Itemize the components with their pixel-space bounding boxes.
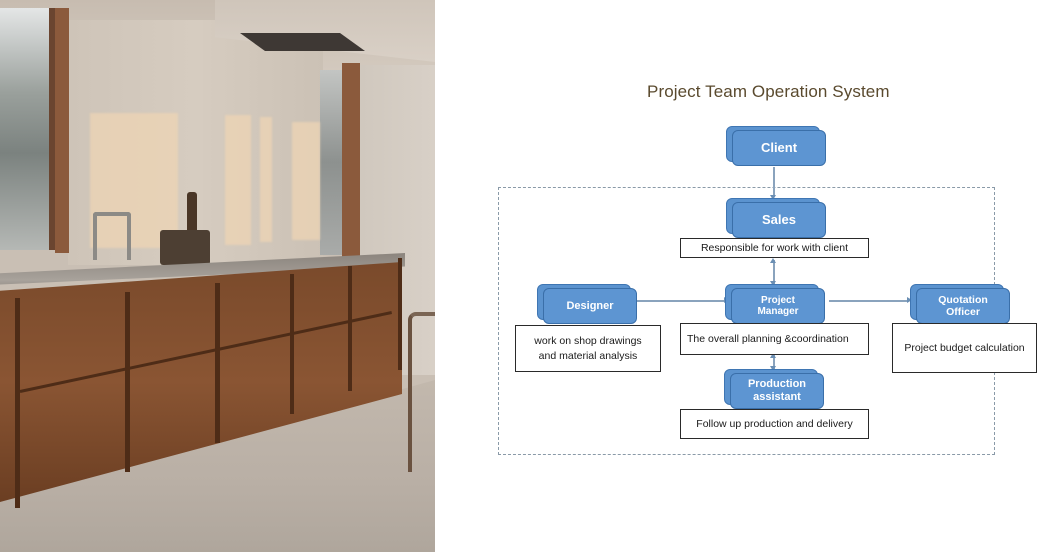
arrow-down-icon bbox=[770, 195, 776, 200]
node-project-manager[interactable]: Project Manager bbox=[725, 284, 827, 326]
node-quotation-officer[interactable]: Quotation Officer bbox=[910, 284, 1012, 326]
photo-chair bbox=[408, 312, 435, 472]
connector-pm-production bbox=[773, 355, 775, 370]
arrow-up-icon bbox=[770, 353, 776, 358]
node-client-label: Client bbox=[732, 130, 826, 166]
photo-cabinet-divider bbox=[290, 274, 294, 414]
photo-sunlight-patch bbox=[292, 122, 320, 240]
photo-window-frame-right bbox=[342, 63, 360, 258]
node-project-manager-label: Project Manager bbox=[731, 288, 825, 324]
pa-label-line2: assistant bbox=[753, 391, 801, 403]
photo-cabinet-divider bbox=[348, 266, 352, 391]
qo-label-line1: Quotation bbox=[938, 293, 988, 306]
connector-client-sales bbox=[773, 167, 775, 197]
photo-cabinet-divider bbox=[215, 283, 220, 443]
pm-label-line1: Project bbox=[761, 294, 795, 306]
designer-description-line1: work on shop drawings bbox=[534, 335, 642, 348]
photo-faucet bbox=[93, 212, 131, 260]
qo-label-line2: Officer bbox=[946, 306, 980, 318]
node-quotation-officer-label: Quotation Officer bbox=[916, 288, 1010, 324]
node-client[interactable]: Client bbox=[726, 126, 828, 168]
arrow-down-icon bbox=[770, 366, 776, 371]
photo-sunlight-patch bbox=[225, 115, 251, 245]
pm-label-line2: Manager bbox=[757, 306, 799, 317]
photo-bottle bbox=[187, 192, 197, 232]
photo-window-right bbox=[320, 70, 342, 255]
arrow-right-icon bbox=[907, 297, 912, 303]
arrow-up-icon bbox=[770, 258, 776, 263]
pa-label-line1: Production bbox=[747, 378, 807, 391]
photo-range-hood bbox=[240, 33, 365, 51]
node-production-assistant[interactable]: Production assistant bbox=[724, 369, 826, 411]
designer-description-line2: and material analysis bbox=[538, 349, 638, 362]
photo-window-frame-left bbox=[55, 8, 69, 253]
node-sales-label: Sales bbox=[732, 202, 826, 238]
photo-cabinet-divider bbox=[15, 298, 20, 508]
connector-sales-pm bbox=[773, 260, 775, 284]
project-manager-description: The overall planning &coordination bbox=[680, 323, 869, 355]
kitchen-photo bbox=[0, 0, 435, 552]
photo-sunlight-patch bbox=[260, 117, 272, 242]
node-designer[interactable]: Designer bbox=[537, 284, 639, 326]
photo-cabinet-divider bbox=[398, 258, 402, 370]
photo-pot bbox=[160, 230, 210, 265]
connector-pm-quotation bbox=[829, 300, 909, 302]
org-diagram: Project Team Operation System Client Sal… bbox=[440, 0, 1060, 555]
node-production-assistant-label: Production assistant bbox=[730, 373, 824, 409]
production-assistant-description: Follow up production and delivery bbox=[680, 409, 869, 439]
photo-sunlight-patch bbox=[90, 113, 178, 248]
quotation-officer-description: Project budget calculation bbox=[892, 323, 1037, 373]
arrow-down-icon bbox=[770, 281, 776, 286]
photo-window-left bbox=[0, 8, 55, 250]
connector-designer-pm bbox=[636, 300, 726, 302]
node-designer-label: Designer bbox=[543, 288, 637, 324]
designer-description: work on shop drawings and material analy… bbox=[515, 325, 661, 372]
sales-description: Responsible for work with client bbox=[680, 238, 869, 258]
node-sales[interactable]: Sales bbox=[726, 198, 828, 240]
photo-cabinet-divider bbox=[125, 292, 130, 472]
diagram-title: Project Team Operation System bbox=[647, 82, 890, 101]
